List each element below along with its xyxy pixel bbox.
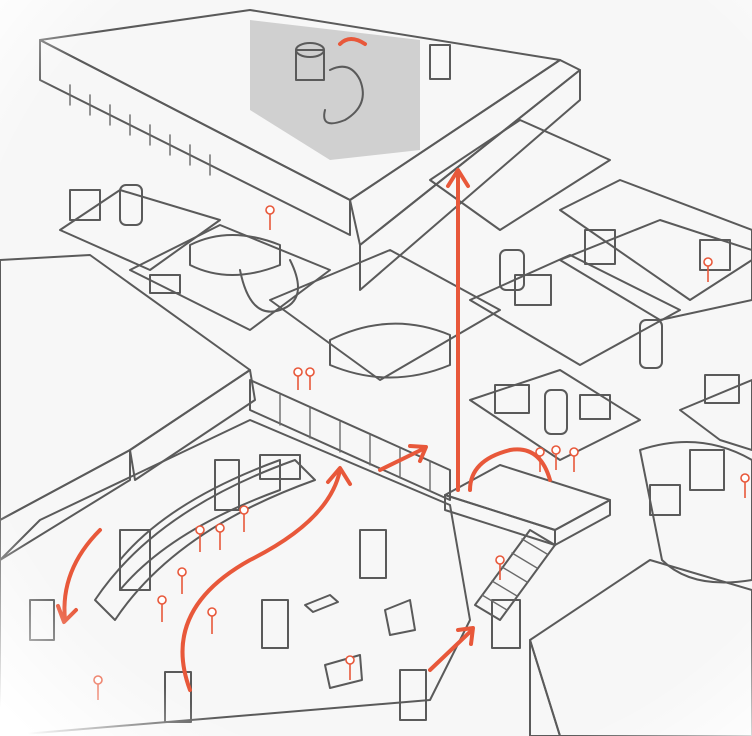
floor-plan-illustration — [0, 0, 752, 736]
isometric-floor-plan — [0, 0, 752, 736]
edge-fade — [0, 0, 752, 736]
